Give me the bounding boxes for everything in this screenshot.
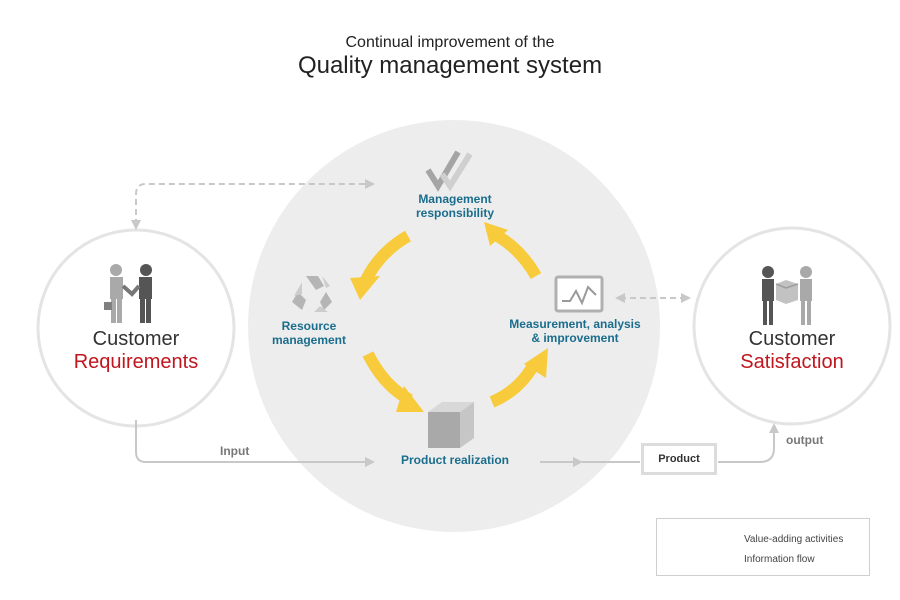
page-title: Quality management system [297, 52, 603, 79]
input-label: Input [220, 444, 250, 458]
box-icon [428, 402, 474, 448]
customer-satisfaction-label: Customer Satisfaction [740, 328, 844, 373]
arrow-mgmt-to-resource [360, 230, 412, 283]
output-label: output [786, 433, 824, 447]
management-responsibility-label: Management responsibility [415, 192, 495, 220]
legend-solid-label: Value-adding activities [744, 534, 844, 545]
yellow-arrowheads [350, 222, 548, 412]
monitor-chart-icon [554, 275, 604, 313]
legend [656, 518, 870, 576]
legend-dashed-label: Information flow [744, 554, 815, 565]
info-flow-arrow-top [131, 179, 375, 230]
output-flow-line [718, 423, 779, 463]
customer-satisfaction-circle [692, 226, 892, 426]
input-flow-line [135, 420, 375, 467]
product-box: Product [641, 443, 717, 475]
title-line-1: Continual improvement of the [345, 34, 555, 51]
resource-management-label: Resource management [271, 319, 347, 347]
recycle-icon [292, 276, 332, 312]
people-with-box-icon [762, 266, 812, 325]
measurement-analysis-label: Measurement, analysis & improvement [509, 317, 641, 345]
customer-requirements-label: Customer Requirements [73, 328, 199, 373]
handshake-people-icon [104, 264, 152, 323]
double-check-icon [425, 150, 473, 192]
product-realization-label: Product realization [400, 453, 510, 467]
